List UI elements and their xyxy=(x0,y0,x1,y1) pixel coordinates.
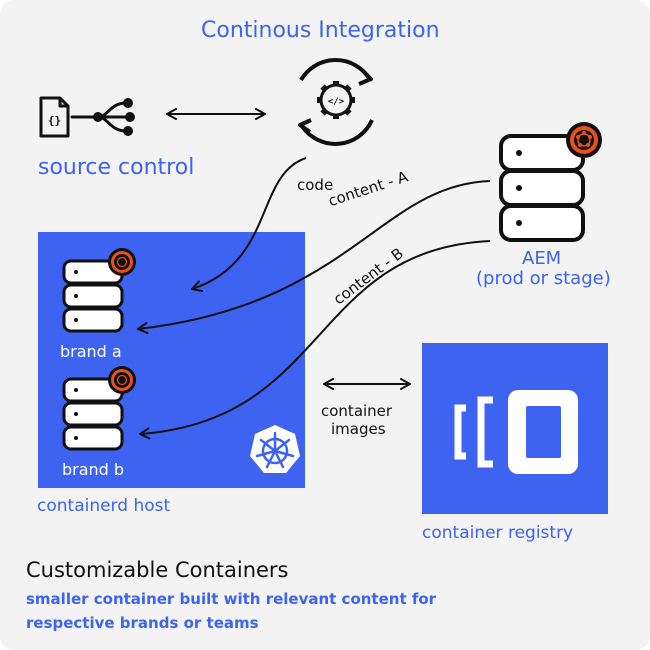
aem-label: AEM xyxy=(522,248,562,269)
brand-b-label: brand b xyxy=(62,460,125,479)
content-a-arrow xyxy=(137,180,491,334)
footer-line-2: respective brands or teams xyxy=(26,614,259,632)
brand-a-aem-logo-icon xyxy=(108,248,136,276)
edge-label-container-images-1: container xyxy=(321,402,393,420)
source-control-label: source control xyxy=(38,155,195,180)
brand-b-aem-logo-icon xyxy=(108,366,136,394)
svg-text:{}: {} xyxy=(48,114,61,127)
kubernetes-icon xyxy=(250,425,300,473)
aem-server-stack-icon xyxy=(499,134,585,242)
container-registry-label: container registry xyxy=(422,523,574,543)
brand-a-label: brand a xyxy=(60,342,122,361)
git-branch-icon xyxy=(70,98,135,136)
code-arrow xyxy=(191,157,307,292)
diagram-title: Continous Integration xyxy=(201,18,440,43)
aem-sublabel: (prod or stage) xyxy=(476,268,611,289)
edge-label-code: code xyxy=(297,176,334,194)
content-b-arrow xyxy=(139,240,491,440)
aem-logo-icon xyxy=(566,122,602,158)
svg-text:</>: </> xyxy=(328,97,345,107)
ci-gear-cycle-icon: </> xyxy=(298,58,374,146)
brand-b-server-icon xyxy=(62,377,124,451)
containerd-host-label: containerd host xyxy=(37,496,171,516)
container-icon xyxy=(454,390,578,474)
footer-line-1: smaller container built with relevant co… xyxy=(26,590,437,608)
footer-heading: Customizable Containers xyxy=(26,558,289,582)
code-file-icon: {} xyxy=(39,96,70,138)
edge-label-container-images-2: images xyxy=(331,420,386,438)
